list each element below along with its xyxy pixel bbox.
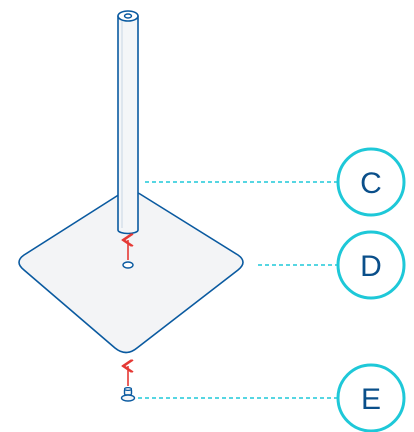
- pole: [117, 10, 139, 235]
- callout-e: E: [336, 363, 406, 432]
- callout-d-letter: D: [360, 250, 382, 283]
- bolt: [120, 387, 136, 402]
- callout-d: D: [336, 230, 406, 300]
- plate-hole: [122, 261, 134, 269]
- callout-e-letter: E: [361, 383, 381, 416]
- callout-c: C: [336, 147, 406, 217]
- callout-c-letter: C: [360, 167, 382, 200]
